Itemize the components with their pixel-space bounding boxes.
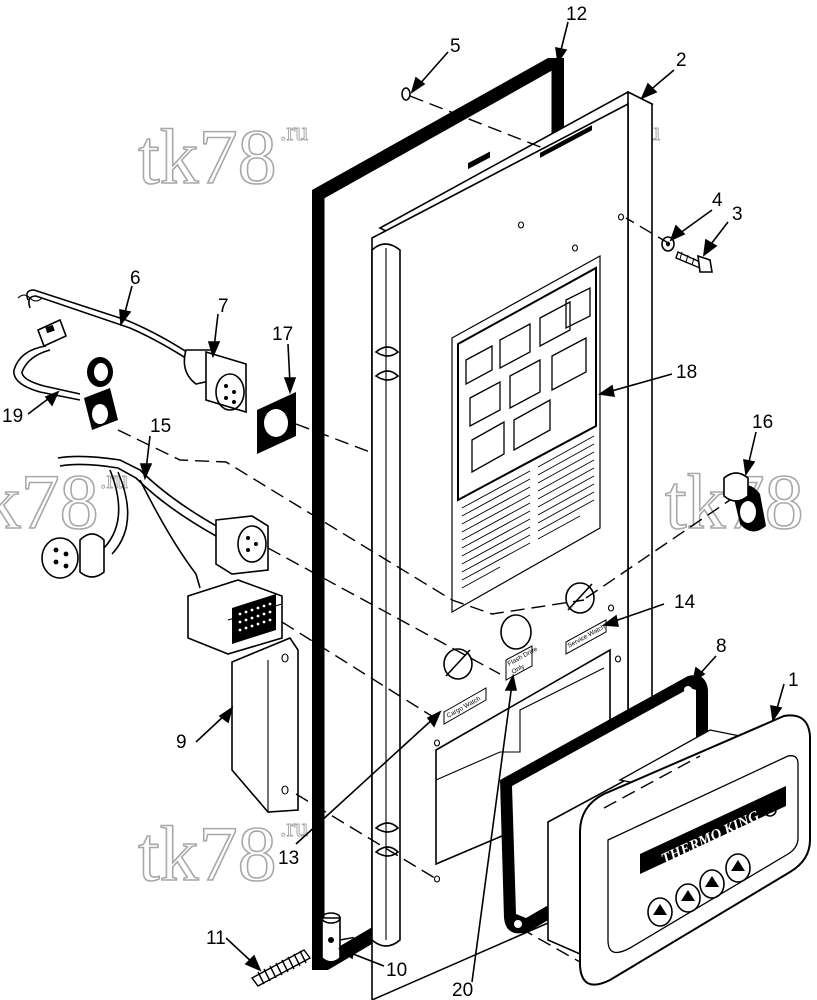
callout-18: 18 (676, 362, 697, 383)
callout-14: 14 (674, 592, 696, 613)
callout-20: 20 (452, 980, 473, 1000)
rivet (401, 87, 411, 101)
cable-harness-15 (41, 455, 283, 655)
watermark-text: tk78 (0, 458, 99, 545)
knockout-plugs (443, 582, 595, 680)
callout-5: 5 (450, 36, 461, 57)
callout-2: 2 (676, 50, 687, 71)
callout-16: 16 (752, 412, 773, 433)
cable-harness-6 (17, 289, 247, 414)
watermark-sup: .ru (280, 813, 308, 842)
display-unit: THERMO KING (547, 714, 811, 986)
pin (321, 912, 341, 963)
callout-4: 4 (712, 190, 723, 211)
callout-12: 12 (566, 4, 587, 25)
callout-10: 10 (386, 960, 407, 981)
leader-arrows (27, 21, 785, 983)
assembly-lines (117, 95, 731, 963)
watermark-text: tk78 (138, 810, 277, 897)
bolt (675, 251, 713, 273)
callout-19: 19 (2, 406, 23, 427)
callout-6: 6 (130, 268, 141, 289)
callout-17: 17 (272, 324, 293, 345)
watermark-text: tk78 (138, 113, 277, 200)
bracket (231, 637, 299, 813)
callout-13: 13 (278, 848, 299, 869)
usb-cap (723, 472, 766, 532)
callout-3: 3 (732, 204, 743, 225)
callout-15: 15 (150, 416, 171, 437)
callout-numbers: 1 2 3 4 5 6 7 8 9 10 11 12 13 14 15 16 1… (2, 4, 799, 1000)
usb-harness-19 (13, 318, 118, 430)
display-buttons (647, 853, 751, 927)
watermark-sup: .ru (280, 117, 308, 146)
callout-9: 9 (176, 732, 187, 753)
callout-11: 11 (206, 928, 226, 949)
callout-7: 7 (218, 296, 229, 317)
callout-8: 8 (716, 636, 727, 657)
threaded-screw (250, 949, 312, 987)
callout-1: 1 (788, 670, 799, 691)
schematic-decal (451, 125, 601, 614)
grommet (257, 392, 296, 454)
